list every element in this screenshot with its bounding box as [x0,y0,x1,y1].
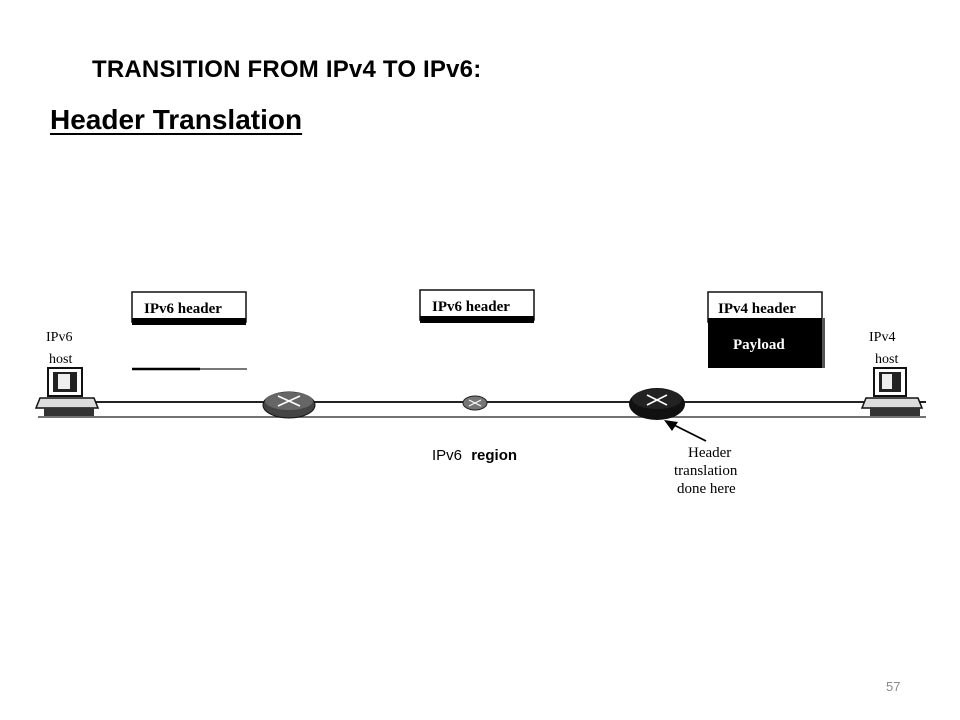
translation-router-icon [629,388,685,420]
ipv6-header-label-middle: IPv6 header [432,299,510,315]
page-number: 57 [886,679,901,694]
ipv6-packet-left: IPv6 header [131,291,247,371]
ipv6-packet-middle: IPv6 header [419,289,535,323]
ipv6-host-label-1: IPv6 [46,330,72,345]
slide-subtitle: Header Translation [50,104,303,135]
ipv4-header-label: IPv4 header [718,301,796,317]
slide-title: TRANSITION FROM IPv4 TO IPv6: [92,56,482,83]
translation-note-line-2: translation [674,463,738,479]
translation-annotation: Header translation done here [664,420,738,497]
ipv4-host: IPv4 host [860,330,924,416]
translation-note-line-3: done here [677,481,736,497]
translation-note-line-1: Header [688,445,731,461]
ipv4-packet-right: IPv4 header Payload [707,291,825,368]
ipv6-header-label-left: IPv6 header [144,301,222,317]
ipv4-host-label-2: host [875,352,898,367]
region-label-region: region [471,447,517,464]
payload-label: Payload [733,337,785,353]
ipv6-host: IPv6 host [34,330,100,416]
router-icon-middle [462,395,488,411]
ipv6-host-label-2: host [49,352,72,367]
region-label-ipv6: IPv6 [432,447,462,464]
ipv6-host-computer-icon [34,367,100,416]
svg-text:IPv6 region: IPv6 region [432,447,517,464]
ipv4-host-computer-icon [860,367,924,416]
ipv4-host-label-1: IPv4 [869,330,895,345]
ipv6-region-label: IPv6 region [432,447,517,464]
router-icon-left [262,391,316,419]
